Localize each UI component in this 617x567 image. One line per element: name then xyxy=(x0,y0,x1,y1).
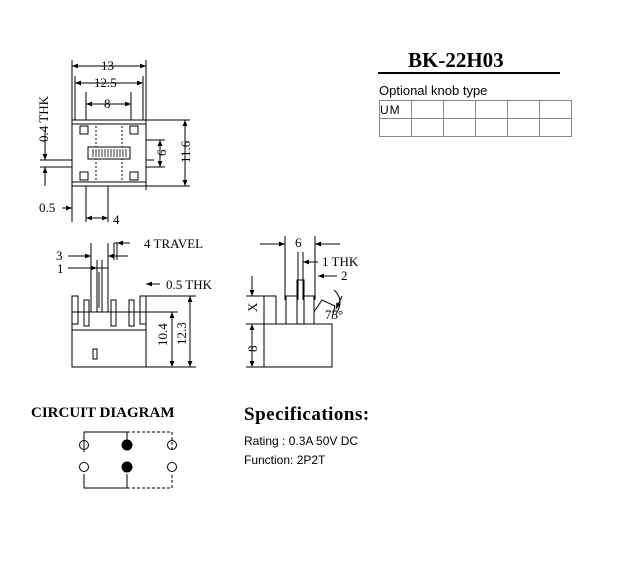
dim-0-5: 0.5 xyxy=(39,200,55,215)
end-view-labels: 6 1 THK 2 X 8 75° xyxy=(245,235,359,352)
table-cell xyxy=(507,118,540,137)
dim-8-end: 8 xyxy=(245,346,260,353)
table-cell xyxy=(379,118,412,137)
top-view-labels: 13 12.5 8 0.4 THK 6 11.6 0.5 4 xyxy=(36,58,193,227)
contact-center-bottom xyxy=(121,461,133,473)
contact-right-top xyxy=(167,440,177,450)
dim-6: 6 xyxy=(154,149,169,156)
dim-3: 3 xyxy=(56,248,63,263)
table-cell xyxy=(507,100,540,119)
contact-left-top xyxy=(79,440,89,450)
dim-0-4-thk: 0.4 THK xyxy=(36,95,51,142)
circuit-diagram xyxy=(79,431,177,489)
dim-13: 13 xyxy=(101,58,114,73)
side-view xyxy=(68,240,196,368)
table-row xyxy=(379,118,572,137)
table-cell xyxy=(539,100,572,119)
contact-center-top xyxy=(121,439,133,451)
model-title: BK-22H03 xyxy=(408,48,504,72)
table-cell xyxy=(411,100,444,119)
dim-12-3: 12.3 xyxy=(174,322,189,345)
dim-12-5: 12.5 xyxy=(94,75,117,90)
dim-11-6: 11.6 xyxy=(178,140,193,163)
dim-1-thk: 1 THK xyxy=(322,254,359,269)
dim-x: X xyxy=(245,302,260,312)
dim-6-end: 6 xyxy=(295,235,302,250)
spec-function: Function: 2P2T xyxy=(244,453,326,467)
table-cell xyxy=(475,118,508,137)
dim-4-travel: 4 TRAVEL xyxy=(144,236,203,251)
table-cell xyxy=(475,100,508,119)
dim-2: 2 xyxy=(341,268,348,283)
dim-1: 1 xyxy=(57,261,64,276)
specifications-title: Specifications: xyxy=(244,404,370,425)
knob-type-table: UM xyxy=(379,100,572,137)
side-view-labels: 3 1 4 TRAVEL 0.5 THK 10.4 12.3 xyxy=(56,236,213,346)
dim-4: 4 xyxy=(113,212,120,227)
angle-75: 75° xyxy=(325,307,343,322)
title-underline xyxy=(378,72,560,74)
table-cell xyxy=(443,100,476,119)
table-cell xyxy=(411,118,444,137)
dim-10-4: 10.4 xyxy=(155,323,170,346)
table-cell: UM xyxy=(379,100,412,119)
table-row: UM xyxy=(379,100,572,119)
table-cell xyxy=(443,118,476,137)
top-view xyxy=(40,60,190,222)
spec-rating: Rating : 0.3A 50V DC xyxy=(244,434,359,448)
knob-type-label: Optional knob type xyxy=(379,83,488,98)
table-cell xyxy=(539,118,572,137)
end-view xyxy=(246,236,343,368)
dim-8: 8 xyxy=(104,96,111,111)
dim-0-5-thk: 0.5 THK xyxy=(166,277,213,292)
contact-right-bottom xyxy=(167,462,177,472)
circuit-diagram-title: CIRCUIT DIAGRAM xyxy=(31,405,175,421)
contact-left-bottom xyxy=(79,462,89,472)
